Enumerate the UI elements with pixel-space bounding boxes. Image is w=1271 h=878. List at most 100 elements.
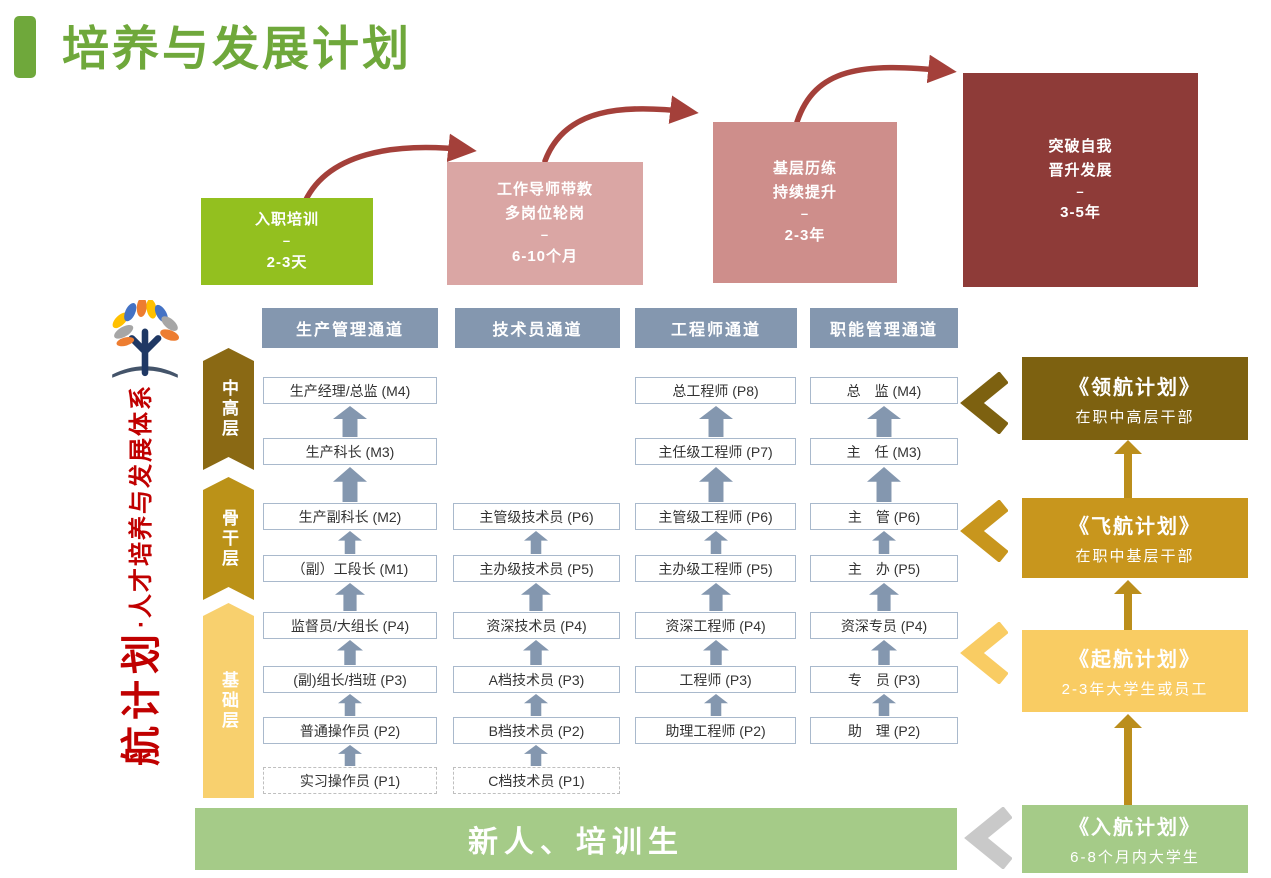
level-box: 工程师 (P3) xyxy=(635,666,796,693)
plan-up-arrow-shaft xyxy=(1124,592,1132,630)
stage-line: 晋升发展 xyxy=(1048,161,1113,179)
level-box: (副)组长/挡班 (P3) xyxy=(263,666,437,693)
level-box: 主 任 (M3) xyxy=(810,438,958,465)
plan-subtitle: 2-3年大学生或员工 xyxy=(1061,681,1209,698)
chevron-left-icon-supervisor xyxy=(960,500,1008,562)
plan-ruhang: 《入航计划》 6-8个月内大学生 xyxy=(1022,805,1248,873)
chevron-left-icon-newcomer xyxy=(964,807,1012,869)
plan-title: 《飞航计划》 xyxy=(1069,514,1201,538)
newcomer-bar: 新人、培训生 xyxy=(195,808,957,870)
level-box: B档技术员 (P2) xyxy=(453,717,620,744)
level-box: 主 办 (P5) xyxy=(810,555,958,582)
stage-duration: 3-5年 xyxy=(1060,204,1101,222)
plan-feihang: 《飞航计划》 在职中基层干部 xyxy=(1022,498,1248,578)
level-up-arrow xyxy=(524,745,548,766)
level-box: 资深工程师 (P4) xyxy=(635,612,796,639)
stage-line: 入职培训 xyxy=(254,211,319,229)
timeline-stage-grassroots: 基层历练 持续提升 – 2-3年 xyxy=(713,122,897,283)
system-title-vertical: 航计划 ·人才培养与发展体系 xyxy=(108,330,168,820)
stage-dash: – xyxy=(282,233,292,249)
level-up-arrow xyxy=(872,694,896,716)
level-up-arrow xyxy=(701,583,731,611)
page-title: 培养与发展计划 xyxy=(62,22,412,75)
plan-subtitle: 在职中高层干部 xyxy=(1075,408,1195,426)
level-up-arrow xyxy=(704,531,728,554)
level-box: A档技术员 (P3) xyxy=(453,666,620,693)
channel-header-functional: 职能管理通道 xyxy=(810,308,958,348)
level-up-arrow xyxy=(867,467,901,502)
chevron-left-icon-senior xyxy=(960,372,1008,434)
level-up-arrow xyxy=(333,467,367,502)
level-box-intern: C档技术员 (P1) xyxy=(453,767,620,794)
level-box: 生产科长 (M3) xyxy=(263,438,437,465)
channel-header-engineer: 工程师通道 xyxy=(635,308,797,348)
level-up-arrow xyxy=(699,467,733,502)
level-up-arrow xyxy=(338,745,362,766)
level-box: 生产副科长 (M2) xyxy=(263,503,437,530)
level-box: 主办级工程师 (P5) xyxy=(635,555,796,582)
level-box: 资深技术员 (P4) xyxy=(453,612,620,639)
level-box: 主 管 (P6) xyxy=(810,503,958,530)
layer-band-senior: 中高层 xyxy=(203,348,254,470)
layer-band-foundation: 基础层 xyxy=(203,603,254,798)
channel-header-technician: 技术员通道 xyxy=(455,308,620,348)
level-up-arrow xyxy=(867,406,901,437)
level-up-arrow xyxy=(523,640,549,665)
level-up-arrow xyxy=(337,640,363,665)
level-up-arrow xyxy=(338,694,362,716)
plan-title: 《入航计划》 xyxy=(1069,815,1201,839)
level-box: 专 员 (P3) xyxy=(810,666,958,693)
level-box: 生产经理/总监 (M4) xyxy=(263,377,437,404)
level-box: 助理工程师 (P2) xyxy=(635,717,796,744)
level-up-arrow xyxy=(869,583,899,611)
level-box: 主任级工程师 (P7) xyxy=(635,438,796,465)
plan-title: 《领航计划》 xyxy=(1069,374,1201,399)
level-box: 资深专员 (P4) xyxy=(810,612,958,639)
stage-line: 工作导师带教 xyxy=(496,181,593,199)
level-up-arrow xyxy=(338,531,362,554)
stage-line: 多岗位轮岗 xyxy=(504,205,585,223)
level-box: 总 监 (M4) xyxy=(810,377,958,404)
plan-qihang: 《起航计划》 2-3年大学生或员工 xyxy=(1022,630,1248,712)
level-box: 助 理 (P2) xyxy=(810,717,958,744)
stage-duration: 2-3天 xyxy=(266,253,308,271)
level-up-arrow xyxy=(871,640,897,665)
level-box-intern: 实习操作员 (P1) xyxy=(263,767,437,794)
plan-up-arrow-shaft xyxy=(1124,452,1132,498)
stage-line: 基层历练 xyxy=(772,160,837,178)
plan-title: 《起航计划》 xyxy=(1069,647,1201,671)
stage-duration: 2-3年 xyxy=(784,226,826,244)
level-up-arrow xyxy=(872,531,896,554)
level-box: 监督员/大组长 (P4) xyxy=(263,612,437,639)
system-title-main: 航计划 xyxy=(118,628,165,766)
plan-up-arrow-head xyxy=(1114,714,1142,728)
stage-dash: – xyxy=(800,206,810,222)
plan-up-arrow-shaft xyxy=(1124,726,1132,805)
level-up-arrow xyxy=(699,406,733,437)
timeline-stage-onboarding: 入职培训 – 2-3天 xyxy=(201,198,373,285)
curve-arrow-3 xyxy=(794,54,957,125)
stage-line: 突破自我 xyxy=(1048,137,1113,155)
level-up-arrow xyxy=(524,694,548,716)
chevron-left-icon-specialist xyxy=(960,622,1008,684)
plan-up-arrow-head xyxy=(1114,580,1142,594)
level-up-arrow xyxy=(704,694,728,716)
curve-arrow-2 xyxy=(542,95,699,164)
title-accent-bar xyxy=(14,16,36,78)
timeline-stage-mentoring: 工作导师带教 多岗位轮岗 – 6-10个月 xyxy=(447,162,643,285)
plan-linghang: 《领航计划》 在职中高层干部 xyxy=(1022,357,1248,440)
plan-subtitle: 在职中基层干部 xyxy=(1075,548,1195,565)
stage-line: 持续提升 xyxy=(772,184,837,202)
level-up-arrow xyxy=(335,583,365,611)
system-title-sub: ·人才培养与发展体系 xyxy=(127,384,155,628)
level-up-arrow xyxy=(703,640,729,665)
level-up-arrow xyxy=(521,583,551,611)
stage-duration: 6-10个月 xyxy=(511,247,579,265)
level-up-arrow xyxy=(524,531,548,554)
level-box: 主管级技术员 (P6) xyxy=(453,503,620,530)
layer-band-backbone: 骨干层 xyxy=(203,477,254,600)
plan-up-arrow-head xyxy=(1114,440,1142,454)
level-box: 主办级技术员 (P5) xyxy=(453,555,620,582)
level-box: 总工程师 (P8) xyxy=(635,377,796,404)
